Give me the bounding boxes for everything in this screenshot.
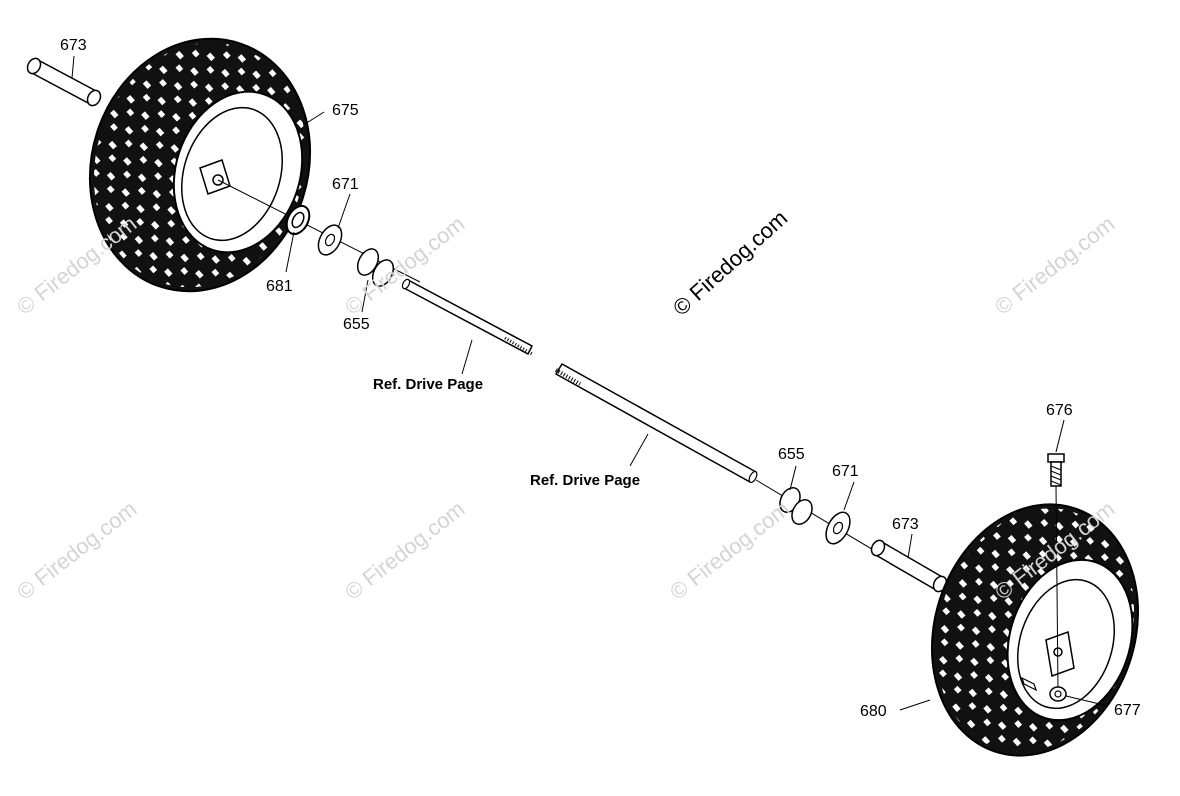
callout-671-left: 671 (332, 176, 359, 193)
left-rim-inner (180, 106, 284, 242)
callout-655-left: 655 (343, 316, 370, 333)
callout-655-right: 655 (778, 446, 805, 463)
left-bearing (285, 204, 311, 236)
callout-676: 676 (1046, 402, 1073, 419)
right-drive-shaft (554, 362, 758, 484)
callout-680: 680 (860, 703, 887, 720)
nut (1049, 686, 1067, 702)
right-washer (825, 511, 851, 545)
leader-lines (71, 55, 1109, 711)
right-bushing (779, 487, 813, 525)
right-spacer-tube (870, 539, 948, 593)
right-valve-stem (1020, 676, 1038, 692)
callout-677: 677 (1114, 702, 1141, 719)
left-drive-shaft (401, 278, 533, 356)
callout-673-right: 673 (892, 516, 919, 533)
callout-671-right: 671 (832, 463, 859, 480)
ref-drive-page-right: Ref. Drive Page (530, 472, 641, 489)
callout-675: 675 (332, 102, 359, 119)
ref-drive-page-left: Ref. Drive Page (373, 376, 484, 393)
right-wheel-assembly (930, 503, 1140, 757)
bolt (1047, 453, 1065, 691)
callout-681: 681 (266, 278, 293, 295)
left-bushing (356, 248, 395, 287)
callout-673-left: 673 (60, 37, 87, 54)
left-wheel-assembly (88, 37, 312, 293)
left-washer (317, 224, 343, 256)
left-spacer-tube (26, 57, 102, 107)
